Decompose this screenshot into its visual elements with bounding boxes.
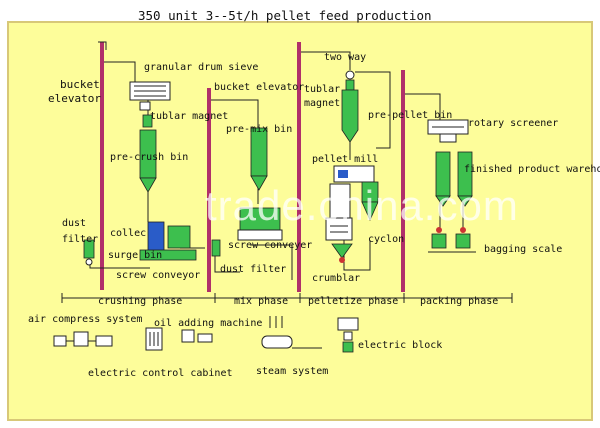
label-two-way: two way [324, 52, 366, 63]
rotary-screener-unit [427, 119, 469, 143]
label-screw-conveyer-2: screw conveyer [228, 240, 312, 251]
label-steam-system: steam system [256, 366, 328, 377]
dust-filter-left-unit [83, 239, 95, 266]
bagging-scale-units [428, 227, 476, 253]
label-packing-phase: packing phase [420, 296, 498, 307]
steam-system-unit [261, 316, 322, 349]
label-cyclon: cyclon [368, 234, 404, 245]
label-tublar-2: tublar [304, 84, 340, 95]
label-crushing-phase: crushing phase [98, 296, 182, 307]
oil-adding-unit [181, 329, 213, 343]
diagram-title: 350 unit 3--5t/h pellet feed production [138, 8, 432, 23]
label-pelletize-phase: pelletize phase [308, 296, 398, 307]
label-tublar-magnet-1: tublar magnet [150, 111, 228, 122]
label-screw-conveyor-1: screw conveyor [116, 270, 200, 281]
mixer-unit [237, 207, 283, 241]
label-air-compress: air compress system [28, 314, 142, 325]
pre-crush-bin [139, 129, 157, 193]
pellet-mill-feed-bin [341, 70, 359, 143]
label-dust-1: dust [62, 218, 86, 229]
label-pre-pellet-bin: pre-pellet bin [368, 110, 452, 121]
crumblar-unit [331, 243, 353, 263]
label-crumblar: crumblar [312, 273, 360, 284]
label-dust-filter-2: dust filter [220, 264, 286, 275]
label-mix-phase: mix phase [234, 296, 288, 307]
label-electric-block: electric block [358, 340, 442, 351]
finished-product-bins [435, 151, 473, 207]
label-oil-adding: oil adding machine [154, 318, 262, 329]
label-bucket-elevator-1b: elevator [48, 92, 101, 105]
label-pellet-mill: pellet mill [312, 154, 378, 165]
label-rotary-screener: rotary screener [468, 118, 558, 129]
bucket-elevator-3 [297, 42, 301, 292]
label-bagging-scale: bagging scale [484, 244, 562, 255]
utility-labels: air compress system oil adding machine e… [28, 314, 442, 379]
cyclon-unit [361, 181, 379, 221]
bucket-elevator-2 [207, 88, 211, 292]
label-granular-drum-sieve: granular drum sieve [144, 62, 258, 73]
granular-drum-sieve [129, 81, 171, 111]
collector-crusher-unit [139, 221, 197, 261]
label-surge-bin: surge bin [108, 250, 162, 261]
dust-filter-mid-unit [211, 239, 221, 257]
label-pre-mix-bin: pre-mix bin [226, 124, 292, 135]
electric-block-unit [337, 317, 359, 353]
pre-mix-bin [250, 127, 268, 191]
phase-scale [61, 293, 513, 303]
label-electric-control: electric control cabinet [88, 368, 233, 379]
bucket-elevator-1 [98, 41, 107, 290]
label-bucket-elevator-1a: bucket [60, 78, 100, 91]
bucket-elevator-4 [401, 70, 405, 292]
label-finished-product: finished product wareho [464, 164, 600, 175]
pellet-mill-unit [325, 165, 375, 241]
watermark-text: trade.china.com [205, 182, 519, 229]
label-collector: collec [110, 228, 146, 239]
label-magnet-2: magnet [304, 98, 340, 109]
control-cabinet-unit [145, 327, 163, 351]
tublar-magnet-1-unit [142, 114, 153, 128]
label-filter-1: filter [62, 234, 98, 245]
air-compress-units [53, 331, 113, 347]
equipment-labels: bucket elevator granular drum sieve tubl… [48, 52, 600, 284]
phase-labels: crushing phase mix phase pelletize phase… [98, 296, 498, 307]
label-bucket-elevator-2: bucket elevator [214, 82, 304, 93]
label-pre-crush-bin: pre-crush bin [110, 152, 188, 163]
